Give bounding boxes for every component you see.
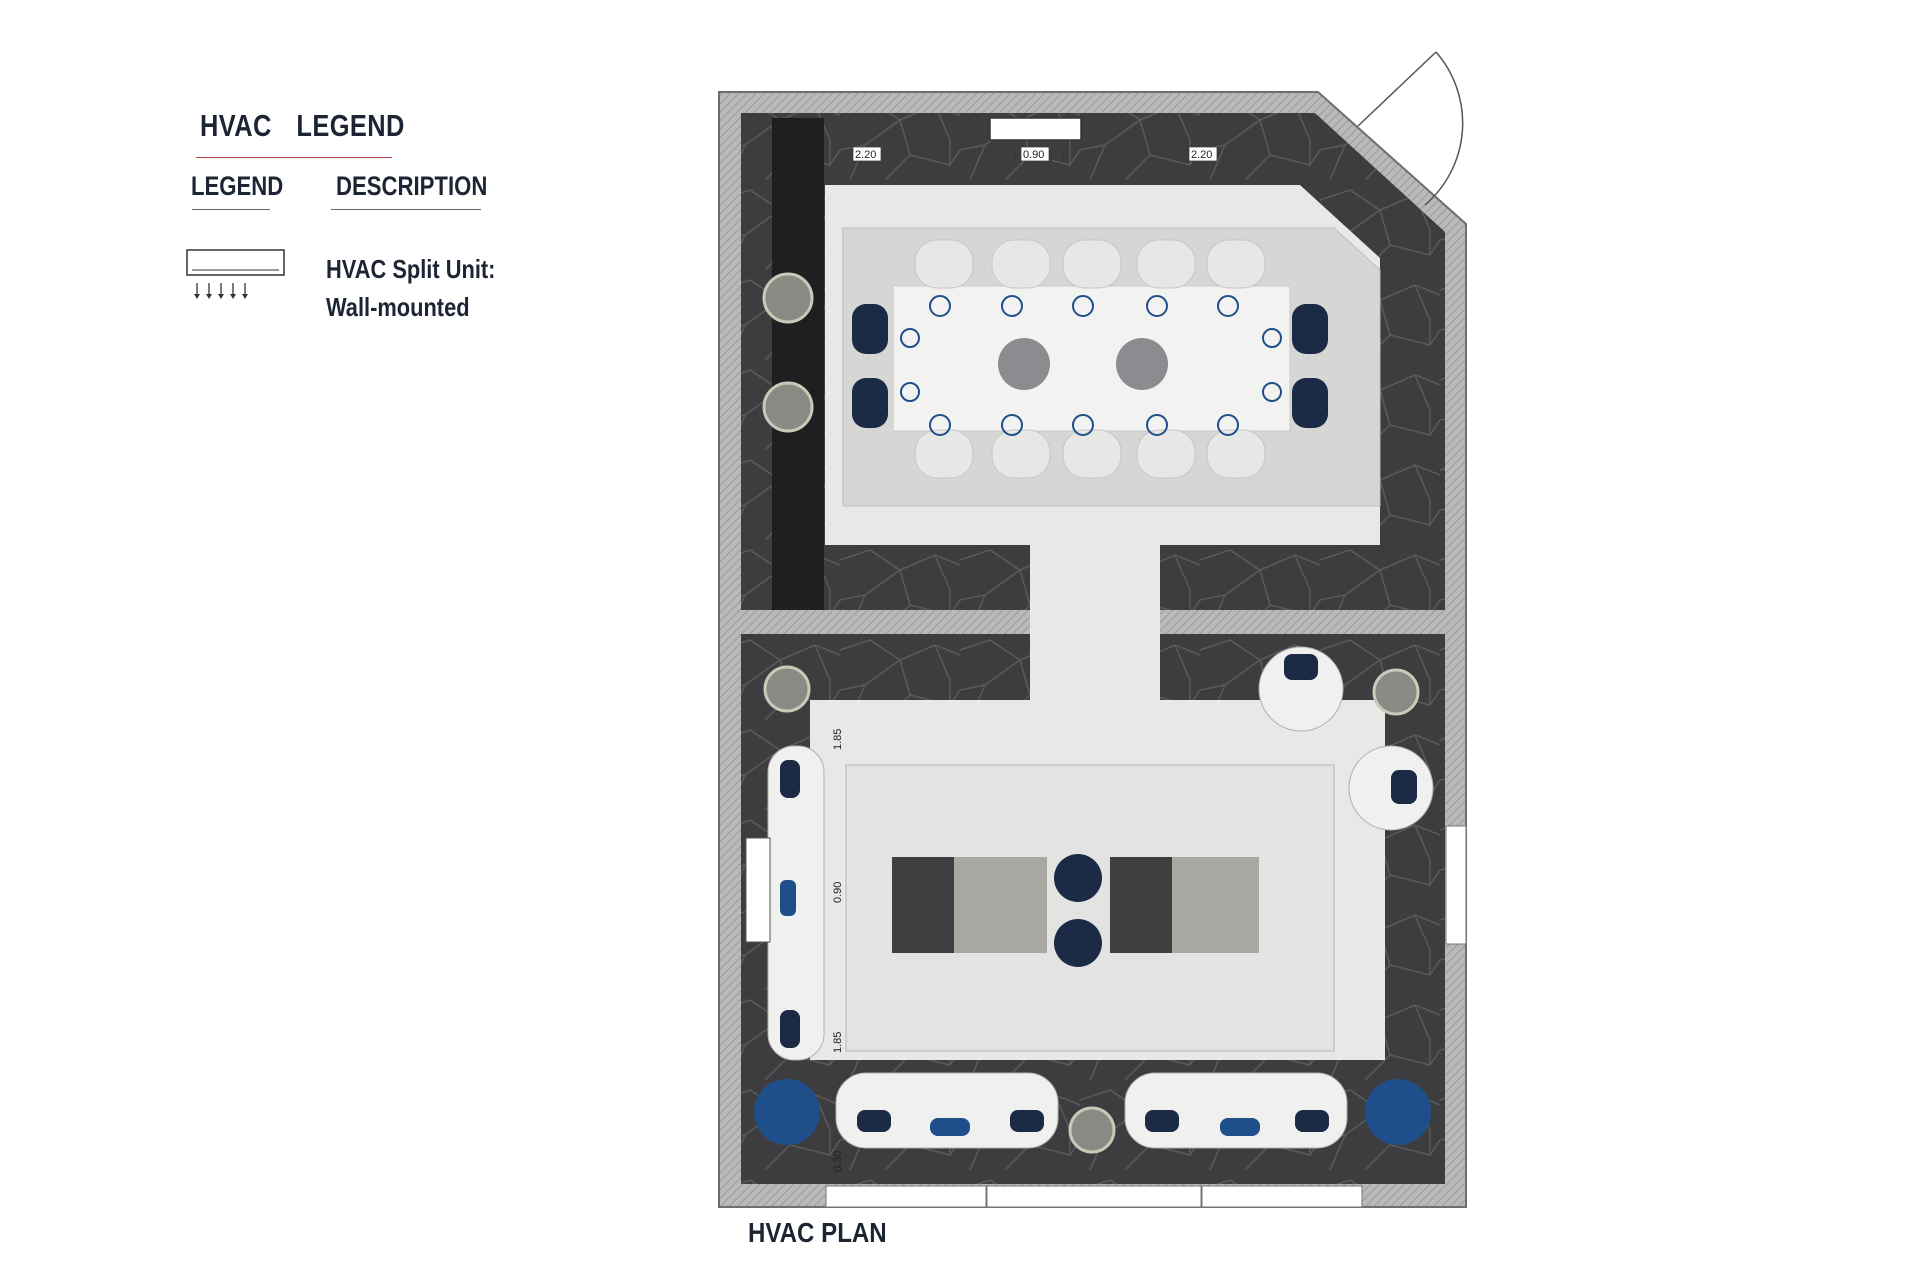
legend-item-line-2: Wall-mounted bbox=[326, 292, 470, 322]
legend-column-header: LEGEND bbox=[191, 171, 284, 201]
bottom-windows bbox=[825, 1185, 1363, 1208]
legend-title-legend: LEGEND bbox=[296, 108, 405, 143]
dimension-labels-lower: 1.85 0.90 1.85 0.30 bbox=[832, 729, 844, 1172]
dining-chairs bbox=[914, 239, 1266, 479]
table-centerpieces bbox=[998, 338, 1168, 390]
legend-title: HVAC LEGEND bbox=[200, 108, 429, 144]
dim-top-left: 2.20 bbox=[855, 149, 876, 161]
floor-lamps-dining bbox=[762, 272, 814, 433]
plan-title: HVAC PLAN bbox=[748, 1217, 887, 1248]
dim-bottom-left: 0.30 bbox=[832, 1151, 844, 1172]
dim-top-right: 2.20 bbox=[1191, 149, 1212, 161]
description-column-underline bbox=[331, 209, 481, 210]
living-split-unit-icon bbox=[745, 837, 771, 943]
legend-column-underline bbox=[192, 209, 270, 210]
dim-side-top: 1.85 bbox=[832, 729, 844, 750]
legend-item-line-1: HVAC Split Unit: bbox=[326, 254, 496, 284]
dim-top-center: 0.90 bbox=[1023, 149, 1044, 161]
legend-item-description: HVAC Split Unit: Wall-mounted bbox=[326, 250, 495, 326]
dimension-labels-upper: 2.20 0.90 2.20 bbox=[852, 146, 1218, 162]
living-room bbox=[741, 634, 1445, 1184]
dim-side-bottom: 1.85 bbox=[832, 1032, 844, 1053]
legend-title-hvac: HVAC bbox=[200, 108, 272, 143]
end-chairs bbox=[852, 304, 1328, 428]
entry-door bbox=[1357, 51, 1464, 206]
right-windows bbox=[1445, 825, 1467, 945]
description-column-header: DESCRIPTION bbox=[336, 171, 488, 201]
legend-title-underline bbox=[196, 157, 392, 158]
partition-opening bbox=[1030, 610, 1160, 634]
place-settings bbox=[900, 295, 1282, 436]
dining-room bbox=[741, 113, 1445, 610]
dim-side-mid: 0.90 bbox=[832, 882, 844, 903]
